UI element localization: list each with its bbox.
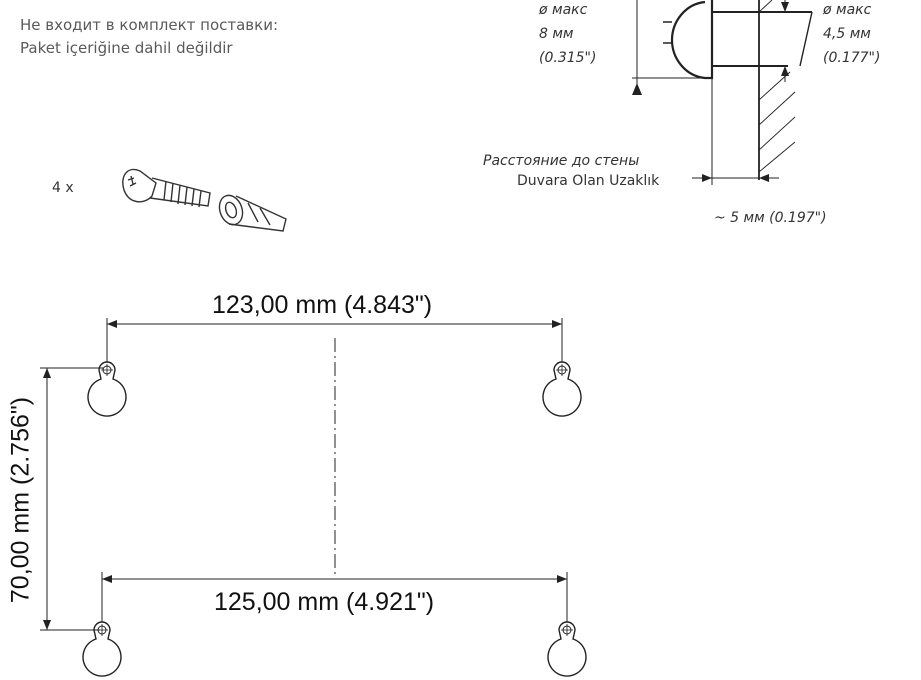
dimension-lines (40, 318, 568, 631)
not-included-label-tr: Paket içeriğine dahil değildir (20, 39, 233, 57)
shaft-diameter-inches: (0.177") (823, 50, 881, 66)
head-diameter-inches: (0.315") (539, 50, 597, 66)
shaft-diameter-value: 4,5 мм (823, 26, 871, 42)
keyhole-top-left (87, 361, 127, 417)
not-included-label-ru: Не входит в комплект поставки: (20, 16, 279, 34)
keyhole-bottom-right (547, 621, 587, 677)
shaft-diameter-label: ø макс (823, 2, 872, 18)
screw-detail-diagram (632, 0, 813, 185)
wall-anchor-icon (218, 194, 287, 232)
head-diameter-value: 8 мм (539, 26, 574, 42)
top-width-dimension: 123,00 mm (4.843") (212, 291, 433, 319)
height-dimension: 70,00 mm (2.756") (6, 396, 35, 604)
head-diameter-label: ø макс (539, 2, 588, 18)
keyhole-top-right (542, 361, 582, 417)
bottom-width-dimension: 125,00 mm (4.921") (214, 588, 435, 616)
hardware-quantity: 4 x (52, 180, 74, 196)
wall-distance-label-tr: Duvara Olan Uzaklık (517, 173, 660, 189)
wall-distance-label-ru: Расстояние до стены (483, 153, 640, 169)
screw-icon (122, 168, 211, 208)
wall-distance-value: ~ 5 мм (0.197") (714, 210, 827, 226)
